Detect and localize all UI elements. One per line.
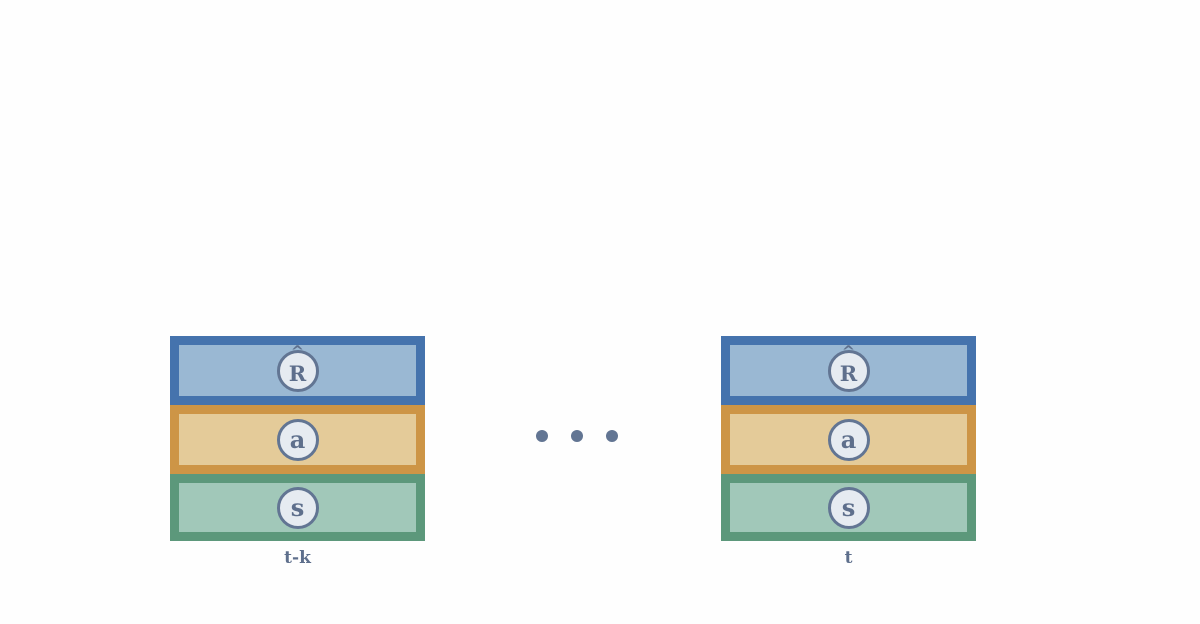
- action-block: a: [170, 405, 425, 474]
- action-block: a: [721, 405, 976, 474]
- action-label: a: [289, 424, 306, 454]
- action-node: a: [276, 418, 319, 461]
- state-block: s: [721, 474, 976, 541]
- return-to-go-block: ^ R: [170, 336, 425, 405]
- ellipsis-dot: [606, 430, 618, 442]
- state-node: s: [827, 486, 870, 529]
- action-node: a: [827, 418, 870, 461]
- ellipsis-dot: [536, 430, 548, 442]
- return-to-go-node: ^ R: [276, 343, 319, 392]
- return-to-go-block: ^ R: [721, 336, 976, 405]
- action-label: a: [840, 424, 857, 454]
- state-label: s: [290, 492, 305, 522]
- timestep-label: t-k: [284, 548, 311, 568]
- return-to-go-node: ^ R: [827, 343, 870, 392]
- state-block: s: [170, 474, 425, 541]
- ellipsis-dot: [571, 430, 583, 442]
- hat-accent: ^: [841, 341, 856, 361]
- return-to-go-label: R: [288, 361, 307, 386]
- hat-accent: ^: [290, 341, 305, 361]
- state-label: s: [841, 492, 856, 522]
- state-node: s: [276, 486, 319, 529]
- timestep-label: t: [844, 548, 853, 568]
- ellipsis: [530, 430, 625, 444]
- return-to-go-label: R: [839, 361, 858, 386]
